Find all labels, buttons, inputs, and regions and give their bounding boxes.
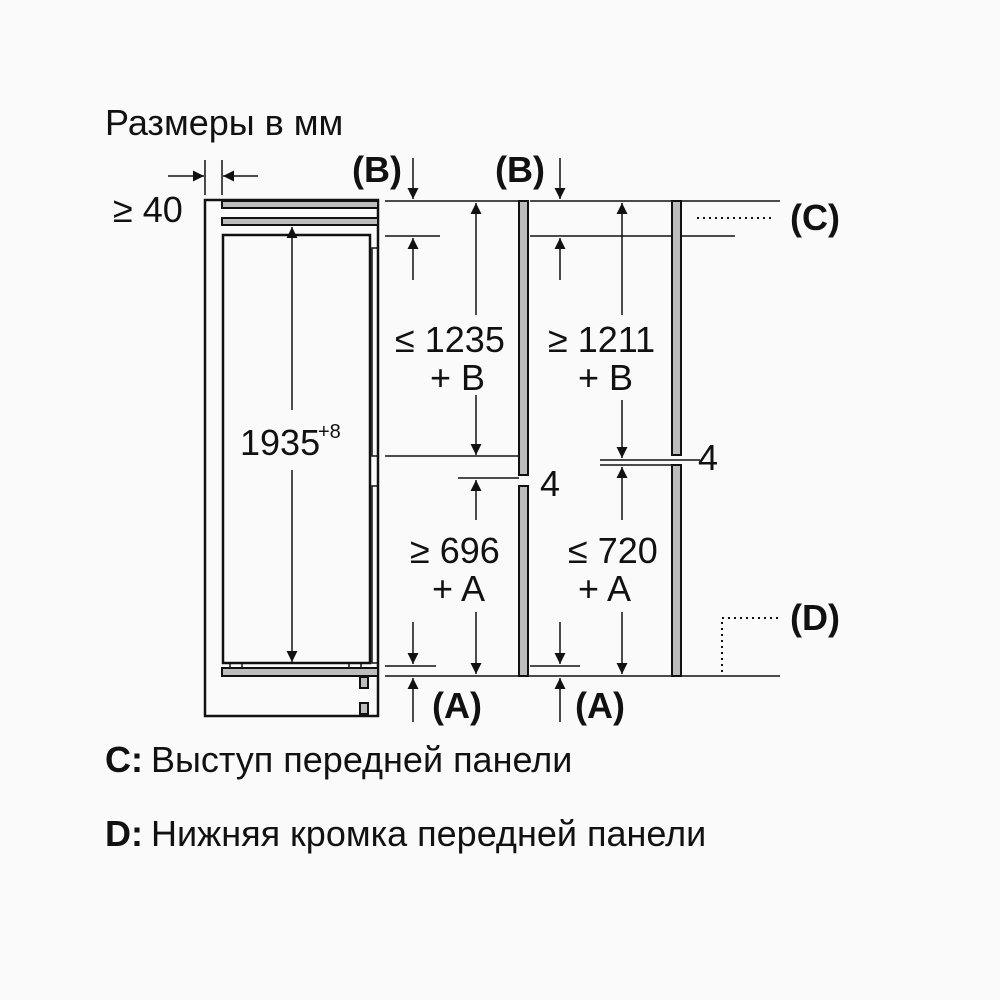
legend-text-d: Нижняя кромка передней панели — [151, 813, 706, 854]
side-gap-dimension: ≥ 40 — [113, 160, 258, 230]
svg-text:+8: +8 — [318, 421, 341, 443]
legend-key-d: D: — [105, 813, 143, 854]
svg-text:≥ 696: ≥ 696 — [410, 530, 500, 571]
height-dimension: 1935 +8 — [240, 227, 341, 662]
svg-text:+ A: + A — [432, 568, 485, 609]
marker-b-right: (B) — [495, 149, 545, 190]
svg-text:≤ 1235: ≤ 1235 — [395, 319, 505, 360]
right-door-dimensions: ≥ 1211 + B 4 ≤ 720 + A (A) — [530, 158, 735, 726]
title: Размеры в мм — [105, 102, 343, 143]
svg-text:≤ 720: ≤ 720 — [568, 530, 658, 571]
svg-text:D:Нижняя кромка передней панел: D:Нижняя кромка передней панели — [105, 813, 706, 854]
legend-text-c: Выступ передней панели — [151, 739, 572, 780]
marker-c: (C) — [790, 197, 840, 238]
legend-key-c: C: — [105, 739, 143, 780]
marker-a-right: (A) — [575, 685, 625, 726]
svg-text:+ A: + A — [578, 568, 631, 609]
svg-text:4: 4 — [698, 437, 718, 478]
svg-text:≥ 1211: ≥ 1211 — [548, 319, 655, 360]
svg-text:C:Выступ передней панели: C:Выступ передней панели — [105, 739, 572, 780]
svg-text:+ B: + B — [430, 357, 485, 398]
marker-b-left: (B) — [352, 149, 402, 190]
left-door-dimensions: ≤ 1235 + B 4 ≥ 696 + A (A) — [385, 158, 560, 726]
legend: C:Выступ передней панели D:Нижняя кромка… — [105, 739, 706, 854]
svg-text:1935: 1935 — [240, 422, 320, 463]
marker-d: (D) — [790, 597, 840, 638]
svg-text:4: 4 — [540, 463, 560, 504]
marker-a-left: (A) — [432, 685, 482, 726]
svg-text:+ B: + B — [578, 357, 633, 398]
svg-text:≥ 40: ≥ 40 — [113, 189, 183, 230]
